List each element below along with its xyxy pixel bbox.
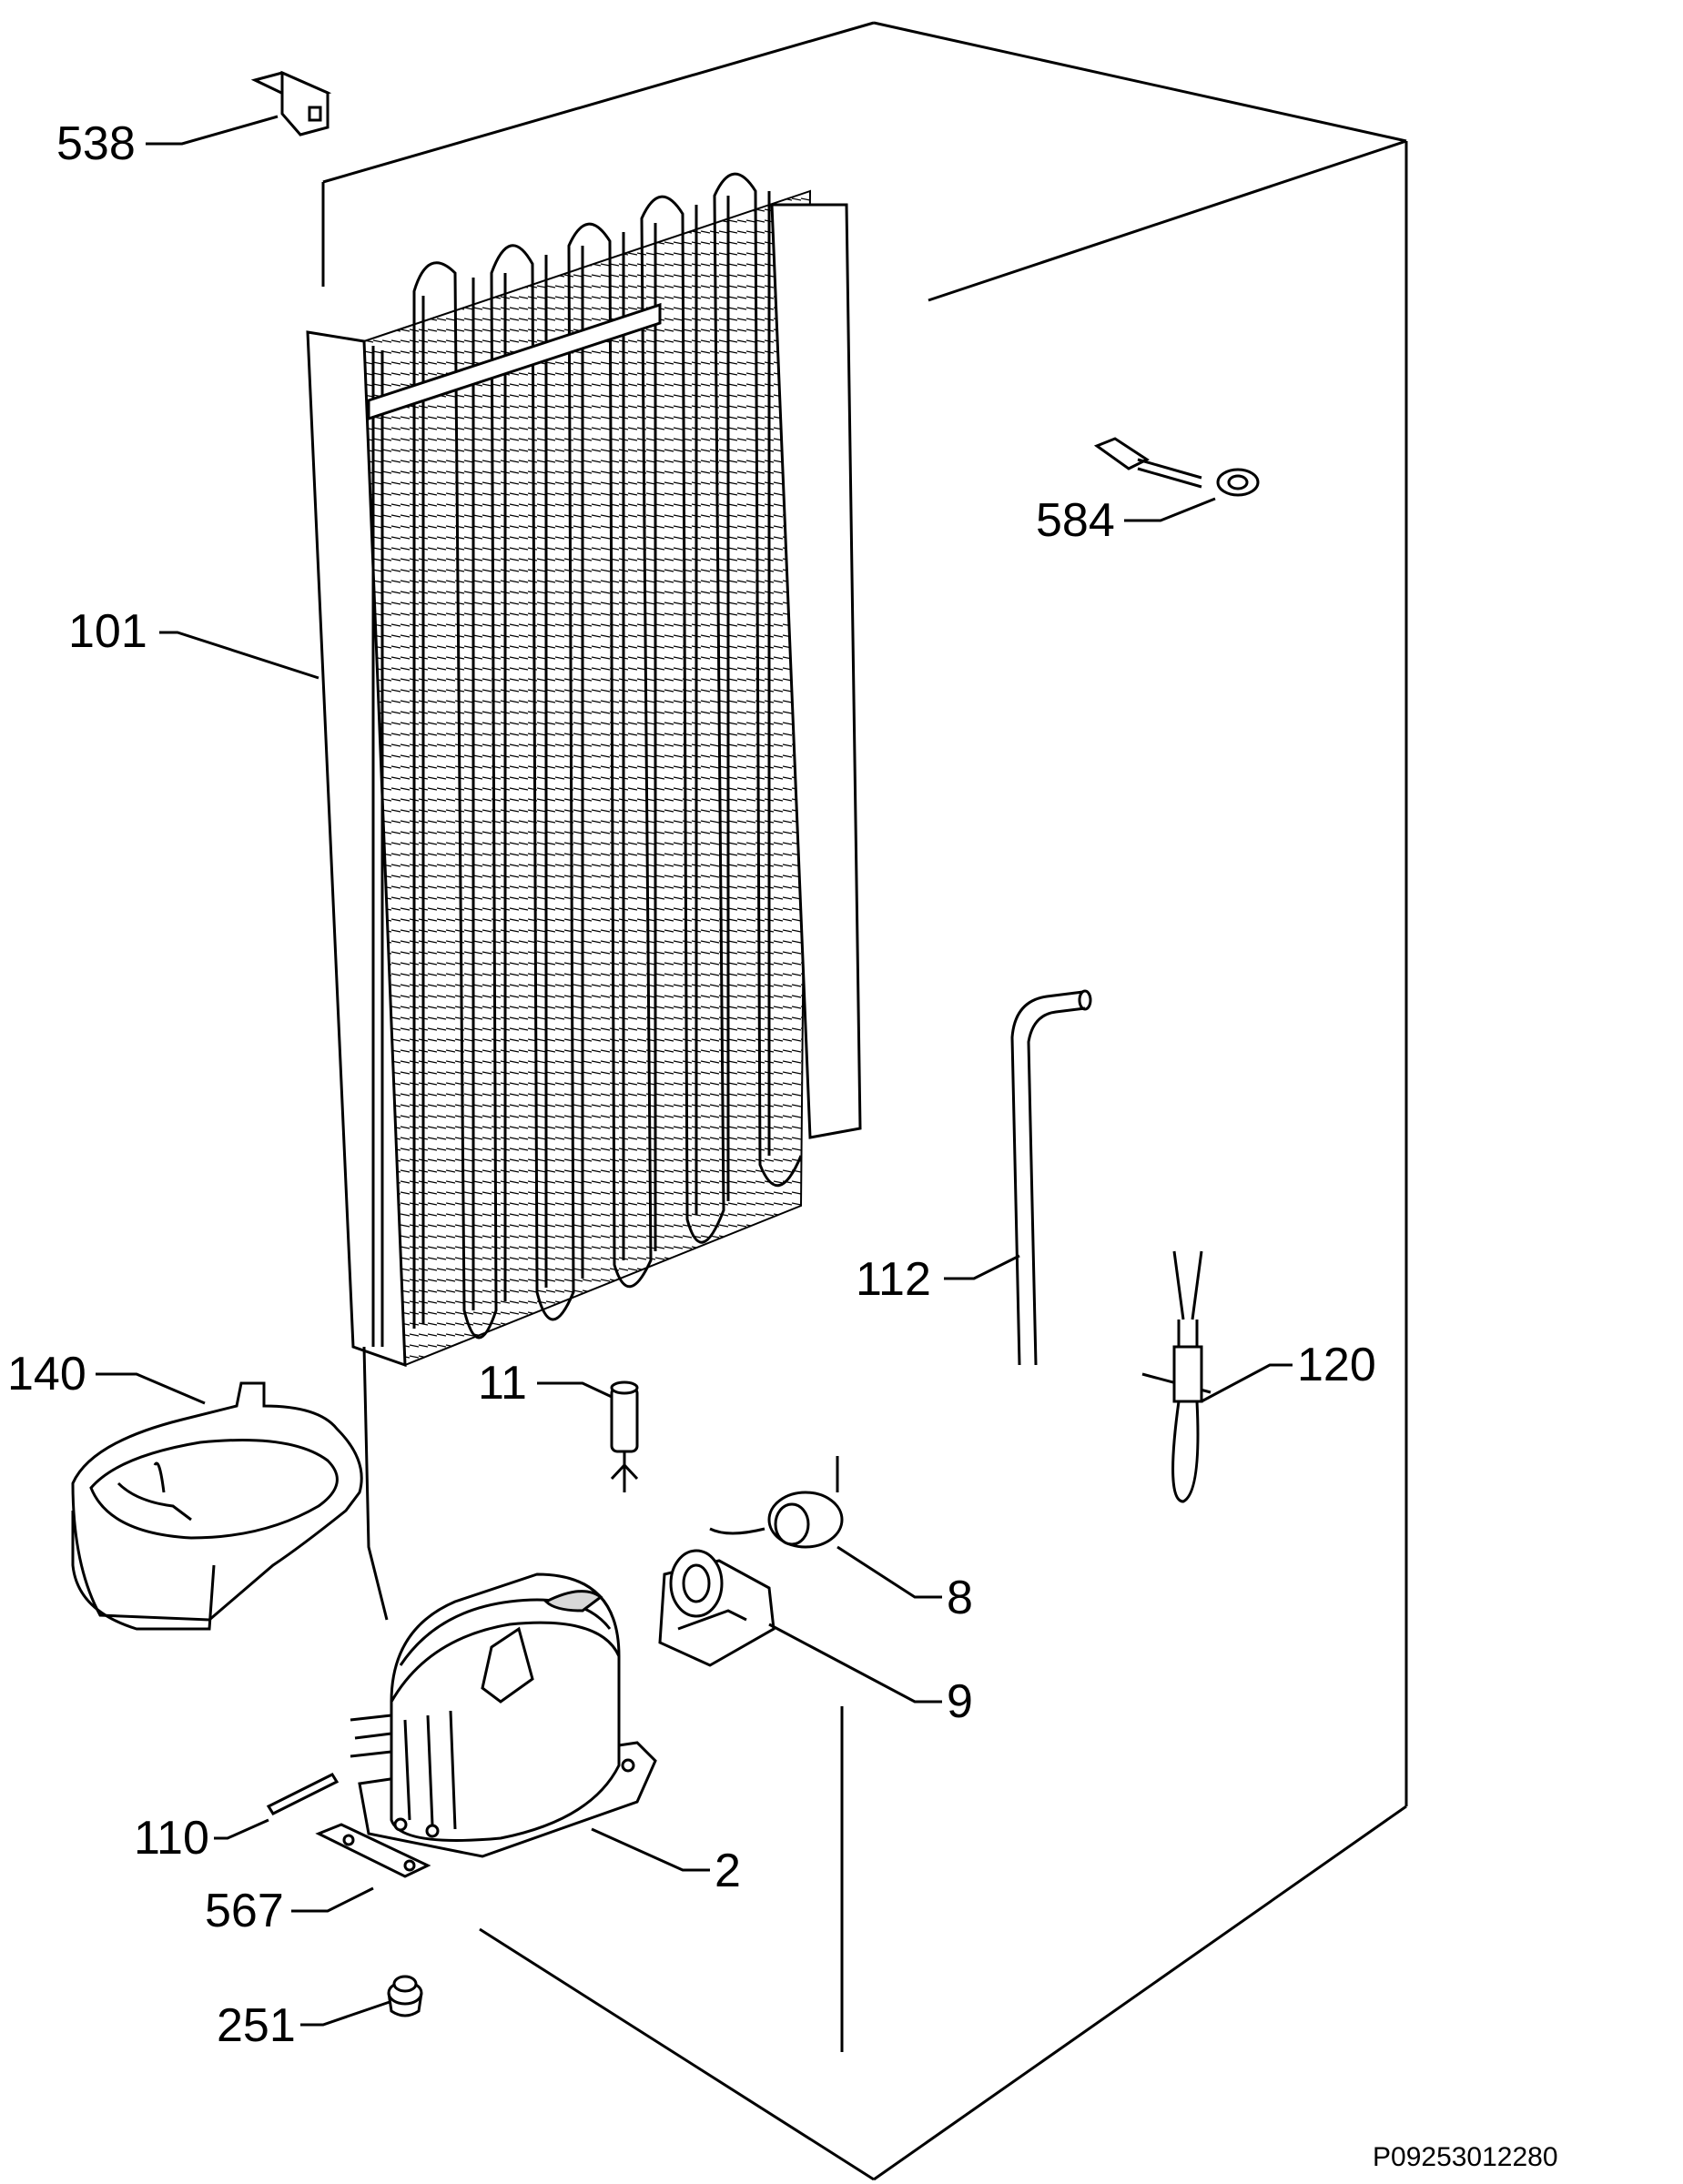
part-label-2: 2 — [715, 1845, 741, 1897]
part-label-8: 8 — [947, 1572, 973, 1624]
part-label-584: 584 — [1036, 494, 1115, 547]
part-11-drier — [612, 1382, 637, 1492]
part-110-rod — [269, 1774, 337, 1814]
part-9-protector — [660, 1551, 774, 1665]
part-140-drip-tray — [73, 1383, 361, 1629]
part-label-140: 140 — [7, 1348, 86, 1400]
part-label-251: 251 — [217, 1999, 296, 2052]
part-label-9: 9 — [947, 1675, 973, 1728]
part-label-11: 11 — [478, 1357, 527, 1410]
part-251-grommet — [389, 1977, 421, 2016]
part-label-101: 101 — [68, 605, 147, 658]
part-567-plate — [319, 1825, 428, 1876]
cabinet-body — [323, 23, 1406, 2179]
part-label-112: 112 — [856, 1253, 931, 1306]
part-120-wiring — [1142, 1251, 1211, 1502]
part-2-compressor — [350, 1574, 655, 1856]
part-8-relay — [710, 1456, 842, 1547]
part-label-120: 120 — [1297, 1339, 1376, 1391]
part-112-hose — [1012, 991, 1090, 1365]
leader-lines — [96, 116, 1293, 2025]
part-label-110: 110 — [134, 1812, 209, 1865]
part-584-sensor — [1097, 439, 1258, 495]
part-label-567: 567 — [205, 1885, 284, 1937]
part-label-538: 538 — [56, 117, 136, 170]
condenser — [308, 174, 860, 1620]
drawing-code: P09253012280 — [1373, 2142, 1558, 2172]
part-538-bracket — [255, 73, 328, 135]
